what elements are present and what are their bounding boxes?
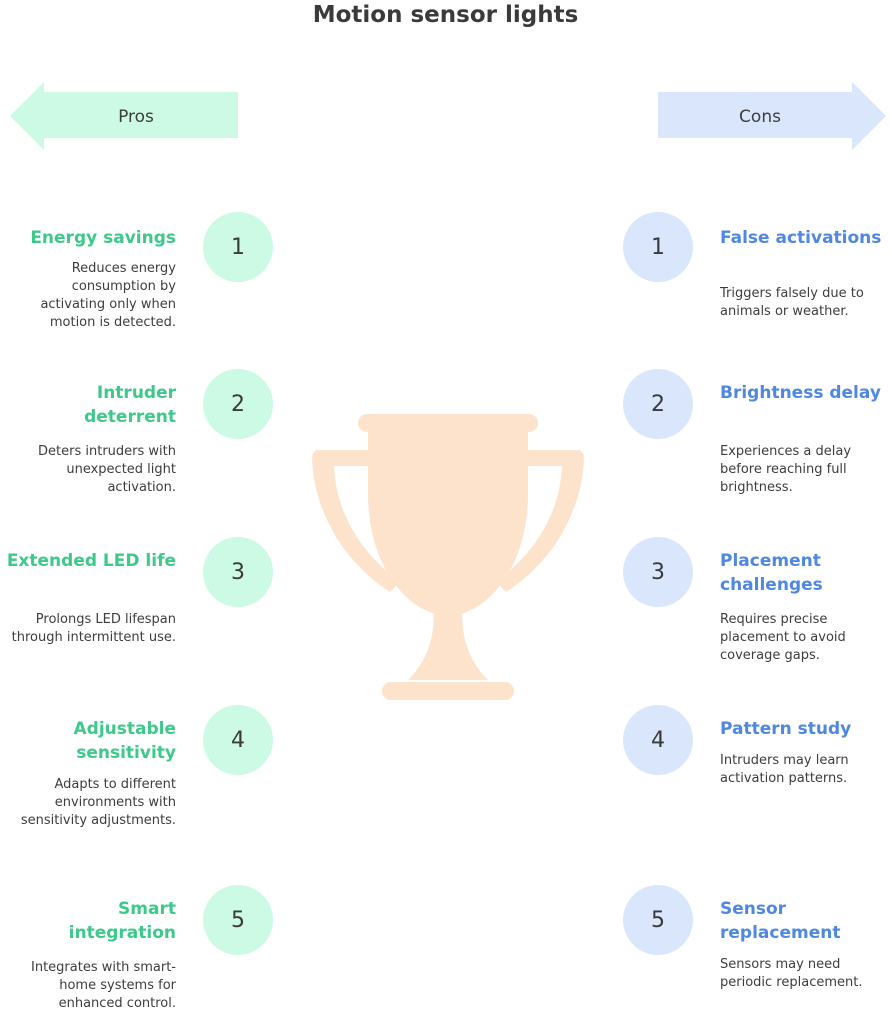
con-title: Brightness delay [720, 383, 881, 403]
con-number-circle: 3 [623, 537, 693, 607]
con-number-circle: 2 [623, 369, 693, 439]
pro-title: Smart integration [68, 899, 176, 943]
cons-arrow-right-icon [658, 82, 886, 150]
pro-number-circle: 3 [203, 537, 273, 607]
con-title: Placement challenges [720, 551, 823, 595]
cons-header: Cons [739, 107, 781, 127]
con-title: False activations [720, 228, 882, 248]
page-title: Motion sensor lights [312, 2, 579, 28]
pro-title: Adjustable sensitivity [73, 719, 177, 763]
con-number-circle: 4 [623, 705, 693, 775]
trophy-icon [312, 414, 584, 700]
pro-number-circle: 5 [203, 885, 273, 955]
pro-title: Intruder deterrent [84, 383, 176, 427]
pros-arrow-left-icon [10, 82, 238, 150]
con-number-circle: 1 [623, 212, 693, 282]
pros-header: Pros [118, 107, 154, 127]
con-title: Pattern study [720, 719, 852, 739]
pro-number-circle: 2 [203, 369, 273, 439]
con-description: Sensors may need periodic replacement. [720, 957, 863, 990]
pro-description: Adapts to different environments with se… [20, 777, 176, 828]
pro-number-circle: 4 [203, 705, 273, 775]
pro-description: Prolongs LED lifespan through intermitte… [11, 612, 176, 645]
con-description: Requires precise placement to avoid cove… [720, 612, 846, 663]
con-description: Experiences a delay before reaching full… [720, 444, 852, 495]
pro-number-circle: 1 [203, 212, 273, 282]
con-number-circle: 5 [623, 885, 693, 955]
con-description: Intruders may learn activation patterns. [720, 753, 849, 786]
pro-title: Energy savings [30, 228, 176, 248]
pro-title: Extended LED life [6, 551, 176, 571]
con-description: Triggers falsely due to animals or weath… [720, 286, 864, 319]
con-title: Sensor replacement [720, 899, 841, 943]
pro-description: Deters intruders with unexpected light a… [38, 444, 176, 495]
pro-description: Reduces energy consumption by activating… [40, 261, 176, 330]
pro-description: Integrates with smart-home systems for e… [31, 960, 176, 1011]
